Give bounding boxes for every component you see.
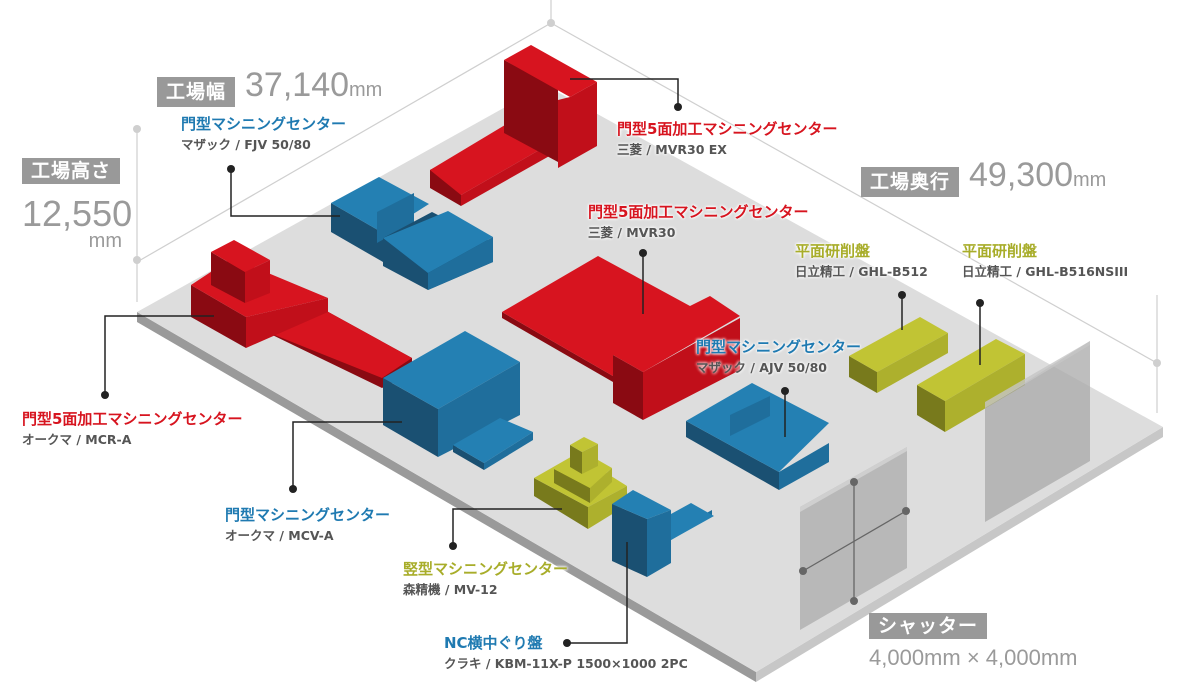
shutter-dimension: シャッター 4,000mm × 4,000mm	[869, 613, 1077, 673]
leader-dots	[101, 103, 984, 647]
machine-mv-12	[534, 437, 627, 529]
label-ajv5080: 門型マシニングセンター マザック / AJV 50/80	[696, 336, 861, 378]
machine-type: 門型5面加工マシニングセンター	[588, 203, 809, 221]
machine-mcr-a	[191, 240, 412, 388]
label-mvr30ex: 門型5面加工マシニングセンター 三菱 / MVR30 EX	[617, 118, 837, 160]
width-dimension: 工場幅 37,140mm	[157, 68, 382, 107]
machine-mvr30ex	[430, 45, 597, 206]
machine-type: 門型5面加工マシニングセンター	[22, 410, 243, 428]
machine-model: マザック / FJV 50/80	[181, 137, 311, 152]
label-ghl-b516nsiii: 平面研削盤 日立精工 / GHL-B516NSIII	[962, 240, 1128, 282]
height-value: 12,550	[22, 193, 133, 234]
guide-dots	[133, 19, 1161, 367]
label-kbm-11x-p: NC横中ぐり盤 クラキ / KBM-11X-P 1500×1000 2PC	[444, 632, 688, 674]
shutter-value: 4,000mm × 4,000mm	[869, 645, 1078, 670]
machine-model: 森精機 / MV-12	[403, 582, 498, 597]
label-mcr-a: 門型5面加工マシニングセンター オークマ / MCR-A	[22, 408, 242, 450]
label-mv-12: 竪型マシニングセンター 森精機 / MV-12	[403, 558, 568, 600]
machine-type: 門型5面加工マシニングセンター	[617, 120, 838, 138]
width-tag: 工場幅	[157, 77, 236, 107]
machine-type: 門型マシニングセンター	[225, 506, 391, 524]
machine-kbm-11x-p	[612, 490, 714, 577]
shutter-right	[985, 341, 1090, 522]
height-unit: mm	[88, 230, 122, 252]
depth-value: 49,300mm	[969, 156, 1107, 194]
label-mcv-a: 門型マシニングセンター オークマ / MCV-A	[225, 504, 390, 546]
machine-type: 竪型マシニングセンター	[403, 560, 569, 578]
machine-model: 三菱 / MVR30	[588, 225, 676, 240]
shutter-tag: シャッター	[869, 613, 988, 639]
machine-model: 日立精工 / GHL-B512	[795, 264, 928, 279]
width-value: 37,140mm	[245, 66, 383, 104]
label-ghl-b512: 平面研削盤 日立精工 / GHL-B512	[795, 240, 928, 282]
machine-model: 三菱 / MVR30 EX	[617, 142, 727, 157]
machine-ghl-b512	[849, 317, 948, 393]
machine-model: オークマ / MCR-A	[22, 432, 132, 447]
shutter-front	[799, 447, 910, 630]
height-dimension: 工場高さ 12,550 mm	[22, 158, 133, 252]
depth-tag: 工場奥行	[861, 167, 960, 197]
machine-fjv5080	[331, 177, 493, 290]
machine-mvr30	[502, 256, 740, 420]
machine-type: 門型マシニングセンター	[181, 115, 347, 133]
machine-model: クラキ / KBM-11X-P 1500×1000 2PC	[444, 656, 688, 671]
machine-type: 門型マシニングセンター	[696, 338, 862, 356]
depth-dimension: 工場奥行 49,300mm	[861, 158, 1106, 197]
machine-mcv-a	[383, 331, 533, 470]
machine-model: 日立精工 / GHL-B516NSIII	[962, 264, 1129, 279]
leader-lines	[104, 78, 981, 644]
machine-type: NC横中ぐり盤	[444, 634, 543, 652]
machine-type: 平面研削盤	[962, 242, 1038, 260]
machine-type: 平面研削盤	[795, 242, 871, 260]
label-mvr30: 門型5面加工マシニングセンター 三菱 / MVR30	[588, 201, 808, 243]
machine-model: オークマ / MCV-A	[225, 528, 334, 543]
machine-ghl-b516nsiii	[917, 339, 1025, 432]
height-tag: 工場高さ	[22, 158, 121, 184]
machine-model: マザック / AJV 50/80	[696, 360, 827, 375]
machine-ajv5080	[686, 383, 829, 490]
label-fjv5080: 門型マシニングセンター マザック / FJV 50/80	[181, 113, 346, 155]
